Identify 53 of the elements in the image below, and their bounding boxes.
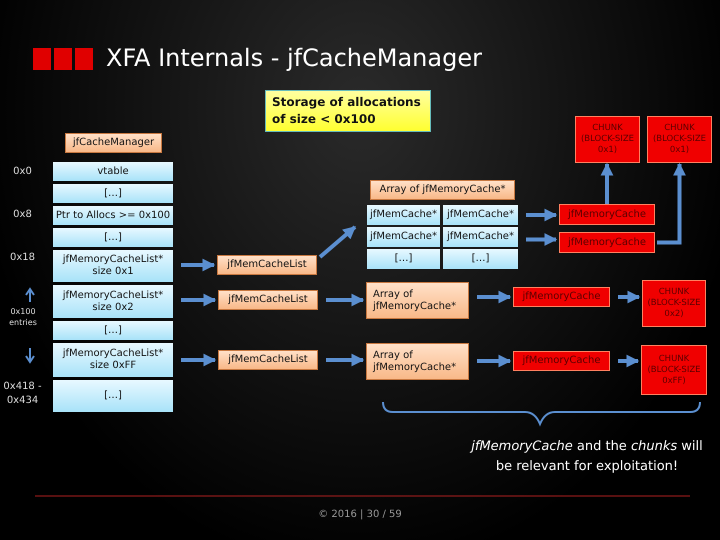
- struct-field: […]: [53, 228, 173, 247]
- list-box: jfMemCacheList: [217, 255, 317, 275]
- cache-box: jfMemoryCache: [513, 351, 610, 371]
- struct-field: vtable: [53, 162, 173, 181]
- array-header-box: Array of jfMemoryCache*: [370, 180, 515, 200]
- struct-field: […]: [53, 380, 173, 412]
- cache-box: jfMemoryCache: [559, 204, 655, 225]
- offset-label: 0x18: [8, 252, 36, 263]
- arrow: [477, 354, 512, 368]
- struct-field: […]: [53, 321, 173, 340]
- arrow: [618, 290, 640, 304]
- note-box: Storage of allocations of size < 0x100: [265, 90, 431, 132]
- arrow: [526, 233, 558, 246]
- arrow: [318, 225, 356, 259]
- cache-box: jfMemoryCache: [559, 232, 655, 253]
- chunk-box: CHUNK (BLOCK-SIZE 0x2): [642, 280, 706, 327]
- slide-title: XFA Internals - jfCacheManager: [106, 44, 482, 72]
- class-name-box: jfCacheManager: [65, 133, 162, 153]
- array-cell: jfMemCache*: [443, 205, 518, 225]
- struct-field: […]: [53, 184, 173, 203]
- cache-box: jfMemoryCache: [513, 287, 610, 307]
- struct-field: jfMemoryCacheList* size 0x1: [53, 250, 173, 282]
- arrow: [618, 354, 640, 368]
- arrow: [477, 290, 512, 304]
- array-cell: […]: [443, 249, 518, 269]
- footer-text: © 2016 | 30 / 59: [317, 509, 403, 520]
- array-box: Array of jfMemoryCache*: [366, 282, 469, 319]
- arrow: [326, 294, 364, 306]
- array-cell: jfMemCache*: [367, 205, 440, 225]
- chunk-box: CHUNK (BLOCK-SIZE 0x1): [647, 116, 712, 163]
- struct-field: jfMemoryCacheList* size 0x2: [53, 285, 173, 318]
- array-box: Array of jfMemoryCache*: [366, 343, 469, 380]
- struct-field: jfMemoryCacheList* size 0xFF: [53, 343, 173, 377]
- arrow: [181, 294, 216, 306]
- arrow: [657, 162, 686, 244]
- arrow: [526, 208, 558, 222]
- list-box: jfMemCacheList: [218, 350, 318, 370]
- offset-label: 0x8: [12, 209, 33, 220]
- arrow: [600, 162, 614, 204]
- chunk-box: CHUNK (BLOCK-SIZE 0x1): [575, 116, 640, 163]
- offset-label: 0x0: [12, 166, 33, 177]
- array-cell: jfMemCache*: [367, 227, 440, 247]
- chunk-box: CHUNK (BLOCK-SIZE 0xFF): [641, 345, 707, 395]
- arrow: [181, 354, 216, 366]
- caption-text: jfMemoryCache and the chunks will be relevant for exploitation!: [468, 438, 704, 476]
- arrow: [181, 258, 216, 272]
- struct-field: Ptr to Allocs >= 0x100: [53, 206, 173, 225]
- list-box: jfMemCacheList: [218, 290, 318, 310]
- array-cell: jfMemCache*: [443, 227, 518, 247]
- array-cell: […]: [367, 249, 440, 269]
- arrow: [326, 354, 364, 366]
- offset-label: 0x418 - 0x434: [2, 380, 43, 408]
- offset-label: 0x100 entries: [8, 306, 38, 328]
